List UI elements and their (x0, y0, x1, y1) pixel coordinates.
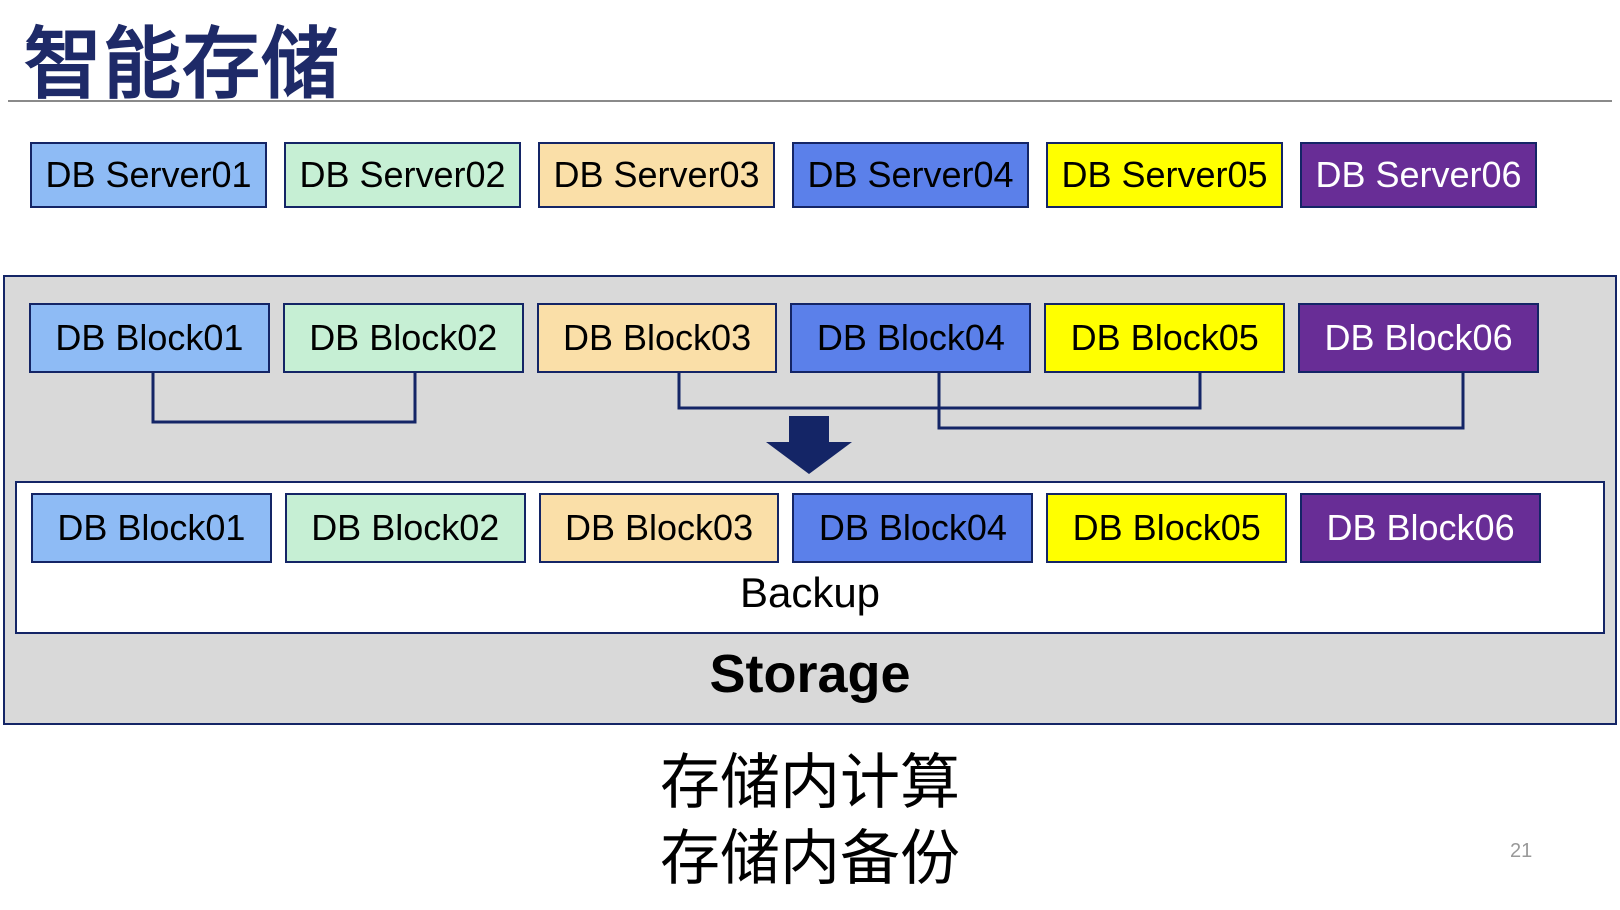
db-block04-top-box: DB Block04 (790, 303, 1032, 373)
db-server04-box: DB Server04 (792, 142, 1029, 208)
caption-line-1: 存储内计算 (660, 749, 960, 816)
db-block06-bottom-box: DB Block06 (1300, 493, 1541, 563)
db-block03-top-box: DB Block03 (536, 303, 778, 373)
db-block06-top-box: DB Block06 (1298, 303, 1539, 373)
db-block04-bottom-box: DB Block04 (792, 493, 1034, 563)
db-block01-bottom-box: DB Block01 (31, 493, 272, 563)
db-server05-box: DB Server05 (1046, 142, 1283, 208)
backup-container: DB Block01 DB Block02 DB Block03 DB Bloc… (15, 481, 1605, 634)
db-server06-box: DB Server06 (1300, 142, 1537, 208)
page-number: 21 (1510, 840, 1533, 862)
server-row: DB Server01 DB Server02 DB Server03 DB S… (30, 142, 1537, 208)
title-divider (8, 100, 1612, 102)
caption-line-2: 存储内备份 (660, 825, 960, 892)
db-block01-top-box: DB Block01 (29, 303, 270, 373)
db-block-row-bottom: DB Block01 DB Block02 DB Block03 DB Bloc… (31, 493, 1541, 563)
db-block05-bottom-box: DB Block05 (1046, 493, 1288, 563)
db-server03-box: DB Server03 (538, 142, 775, 208)
slide-title: 智能存储 (24, 20, 341, 108)
db-server02-box: DB Server02 (284, 142, 521, 208)
caption: 存储内计算 存储内备份 (0, 745, 1620, 897)
db-server01-box: DB Server01 (30, 142, 267, 208)
db-block-row-top: DB Block01 DB Block02 DB Block03 DB Bloc… (29, 303, 1539, 373)
db-block02-top-box: DB Block02 (282, 303, 524, 373)
db-block05-top-box: DB Block05 (1044, 303, 1286, 373)
db-block03-bottom-box: DB Block03 (538, 493, 780, 563)
backup-label: Backup (739, 569, 881, 616)
db-block02-bottom-box: DB Block02 (284, 493, 526, 563)
storage-container: DB Block01 DB Block02 DB Block03 DB Bloc… (3, 275, 1617, 725)
storage-label: Storage (709, 644, 911, 704)
